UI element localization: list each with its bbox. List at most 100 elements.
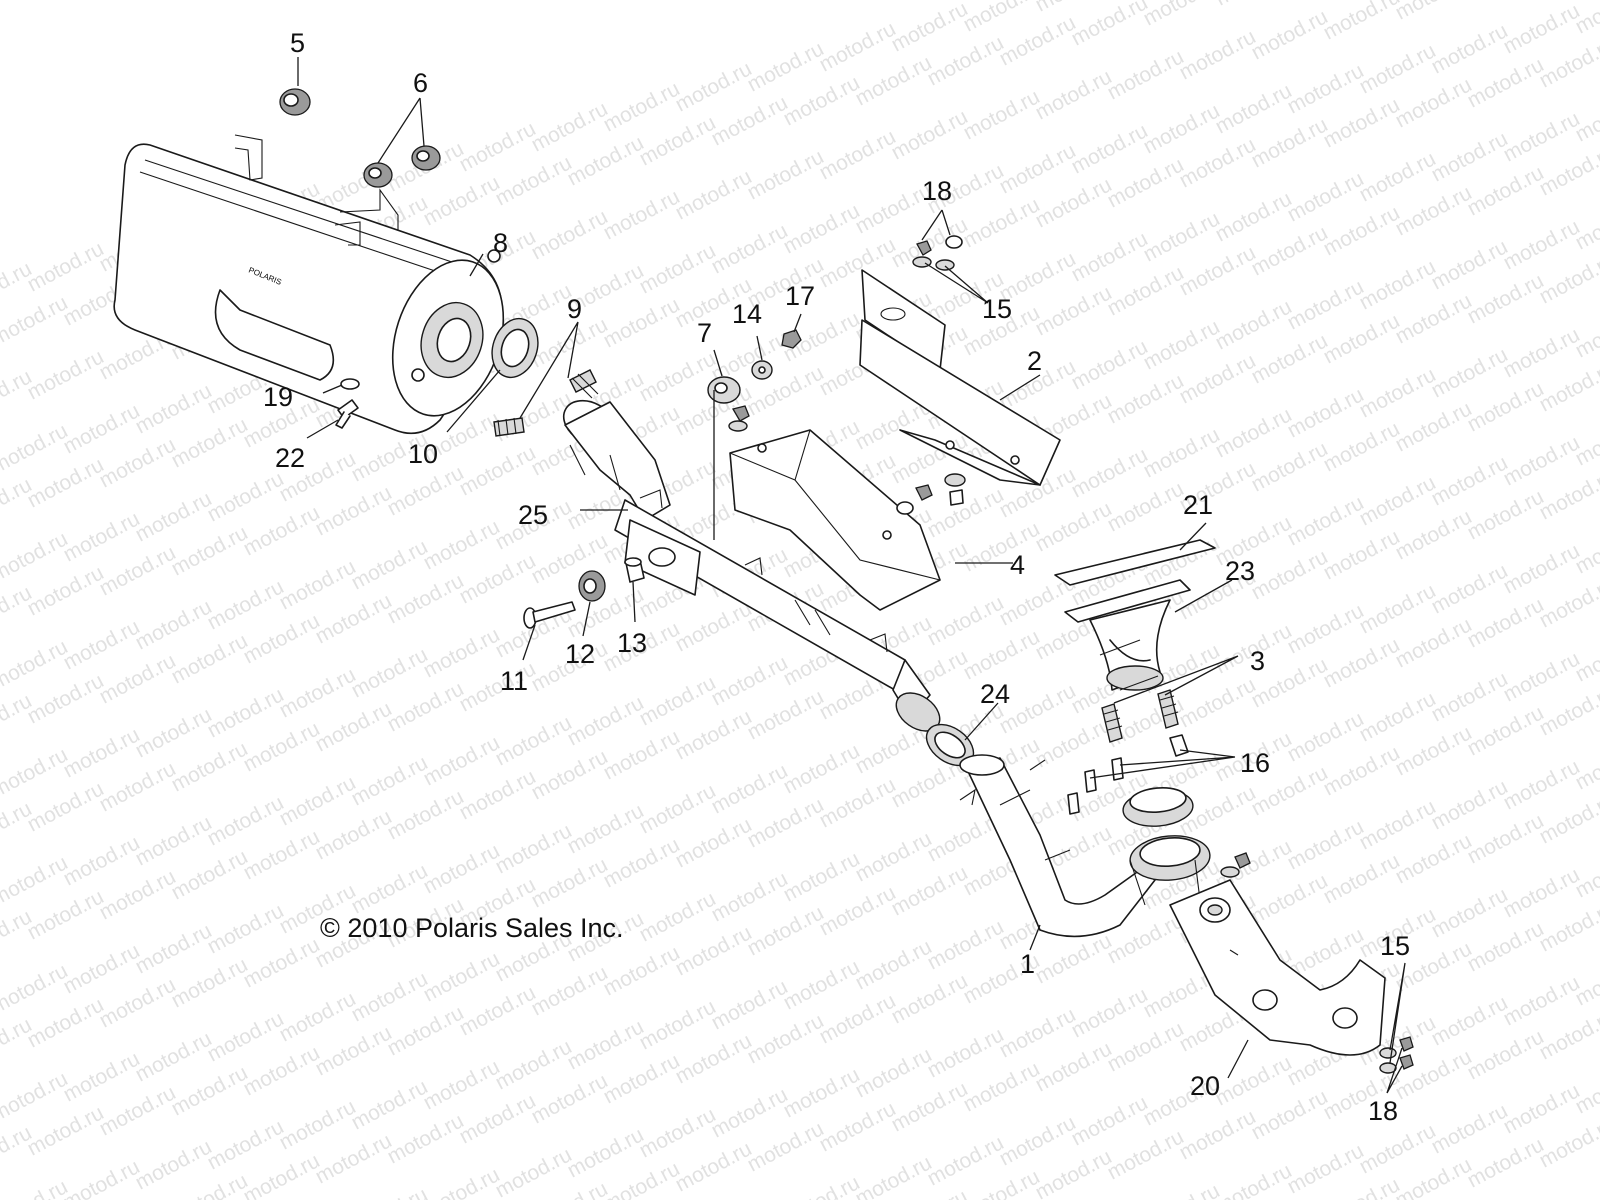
watermark-text: motod.ru: [1428, 1099, 1512, 1158]
watermark-text: motod.ru: [168, 737, 252, 796]
callout-25: 25: [518, 500, 548, 530]
watermark-text: motod.ru: [780, 1063, 864, 1122]
watermark-text: motod.ru: [1140, 99, 1224, 158]
watermark-text: motod.ru: [636, 671, 720, 730]
watermark-text: motod.ru: [348, 535, 432, 594]
watermark-text: motod.ru: [168, 521, 252, 580]
watermark-text: motod.ru: [1392, 0, 1476, 24]
grommet-12: [578, 570, 606, 602]
watermark-text: motod.ru: [1032, 281, 1116, 340]
copyright-notice: © 2010 Polaris Sales Inc.: [320, 913, 624, 943]
watermark-text: motod.ru: [1356, 471, 1440, 530]
watermark-text: motod.ru: [924, 31, 1008, 90]
callout-18-top: 18: [922, 176, 952, 206]
watermark-text: motod.ru: [24, 777, 108, 836]
watermark-text: motod.ru: [24, 669, 108, 728]
watermark-text: motod.ru: [1248, 869, 1332, 928]
watermark-text: motod.ru: [492, 1143, 576, 1200]
watermark-text: motod.ru: [852, 935, 936, 994]
watermark-text: motod.ru: [1464, 485, 1548, 544]
watermark-text: motod.ru: [1284, 491, 1368, 550]
watermark-text: motod.ru: [168, 413, 252, 472]
watermark-text: motod.ru: [1464, 161, 1548, 220]
watermark-text: motod.ru: [1392, 73, 1476, 132]
watermark-text: motod.ru: [564, 691, 648, 750]
watermark-text: motod.ru: [1500, 431, 1584, 490]
watermark-text: motod.ru: [168, 629, 252, 688]
watermark-text: motod.ru: [1536, 465, 1600, 524]
watermark-text: motod.ru: [708, 975, 792, 1034]
watermark-text: motod.ru: [456, 117, 540, 176]
watermark-text: motod.ru: [1428, 127, 1512, 186]
watermark-text: motod.ru: [1248, 1085, 1332, 1144]
watermark-text: motod.ru: [1284, 167, 1368, 226]
watermark-text: motod.ru: [1140, 207, 1224, 266]
watermark-text: motod.ru: [0, 959, 72, 1018]
watermark-text: motod.ru: [0, 743, 72, 802]
watermark-text: motod.ru: [600, 833, 684, 892]
watermark-text: motod.ru: [924, 915, 1008, 974]
watermark-text: motod.ru: [1392, 505, 1476, 564]
bracket-fasteners: [728, 405, 966, 515]
watermark-text: motod.ru: [456, 441, 540, 500]
watermark-text: motod.ru: [1032, 929, 1116, 988]
springs-3: [1101, 689, 1179, 743]
watermark-text: motod.ru: [24, 237, 108, 296]
watermark-text: motod.ru: [1320, 309, 1404, 368]
callout-5: 5: [290, 28, 305, 58]
watermark-text: motod.ru: [1140, 1179, 1224, 1200]
watermark-text: motod.ru: [636, 995, 720, 1054]
watermark-text: motod.ru: [1536, 1005, 1600, 1064]
watermark-text: motod.ru: [132, 1027, 216, 1086]
watermark-text: motod.ru: [24, 345, 108, 404]
watermark-text: motod.ru: [0, 419, 72, 478]
washer-14: [751, 360, 773, 380]
watermark-text: motod.ru: [1392, 289, 1476, 348]
watermark-text: motod.ru: [744, 793, 828, 852]
watermark-text: motod.ru: [708, 651, 792, 710]
watermark-text: motod.ru: [744, 901, 828, 960]
watermark-text: motod.ru: [60, 399, 144, 458]
watermark-text: motod.ru: [888, 105, 972, 164]
watermark-text: motod.ru: [1500, 971, 1584, 1030]
watermark-text: motod.ru: [348, 967, 432, 1026]
watermark-text: motod.ru: [312, 805, 396, 864]
callout-22: 22: [275, 443, 305, 473]
watermark-text: motod.ru: [1104, 261, 1188, 320]
watermark-text: motod.ru: [204, 899, 288, 958]
watermark-text: motod.ru: [420, 731, 504, 790]
watermark-text: motod.ru: [1536, 573, 1600, 632]
watermark-text: motod.ru: [780, 955, 864, 1014]
watermark-text: motod.ru: [384, 569, 468, 628]
watermark-text: motod.ru: [492, 711, 576, 770]
watermark-text: motod.ru: [1500, 539, 1584, 598]
watermark-text: motod.ru: [24, 993, 108, 1052]
watermark-text: motod.ru: [276, 555, 360, 614]
watermark-text: motod.ru: [24, 1101, 108, 1160]
callout-4: 4: [1010, 550, 1025, 580]
watermark-text: motod.ru: [420, 171, 504, 230]
watermark-text: motod.ru: [1356, 39, 1440, 98]
watermark-text: motod.ru: [96, 541, 180, 600]
watermark-text: motod.ru: [204, 1007, 288, 1066]
callout-16: 16: [1240, 748, 1270, 778]
watermark-text: motod.ru: [348, 859, 432, 918]
watermark-text: motod.ru: [1212, 1051, 1296, 1110]
watermark-text: motod.ru: [1068, 335, 1152, 394]
watermark-text: motod.ru: [1464, 593, 1548, 652]
callout-9: 9: [567, 294, 582, 324]
watermark-text: motod.ru: [1356, 363, 1440, 422]
watermark-text: motod.ru: [132, 379, 216, 438]
watermark-text: motod.ru: [1212, 295, 1296, 354]
watermark-text: motod.ru: [852, 1151, 936, 1200]
watermark-text: motod.ru: [96, 649, 180, 708]
grommet-5: [279, 88, 311, 116]
watermark-text: motod.ru: [744, 685, 828, 744]
watermark-text: motod.ru: [1464, 0, 1548, 4]
watermark-text: motod.ru: [1032, 497, 1116, 556]
callout-23: 23: [1225, 556, 1255, 586]
watermark-text: motod.ru: [1176, 241, 1260, 300]
watermark-text: motod.ru: [816, 881, 900, 940]
watermark-text: motod.ru: [1572, 1167, 1600, 1200]
